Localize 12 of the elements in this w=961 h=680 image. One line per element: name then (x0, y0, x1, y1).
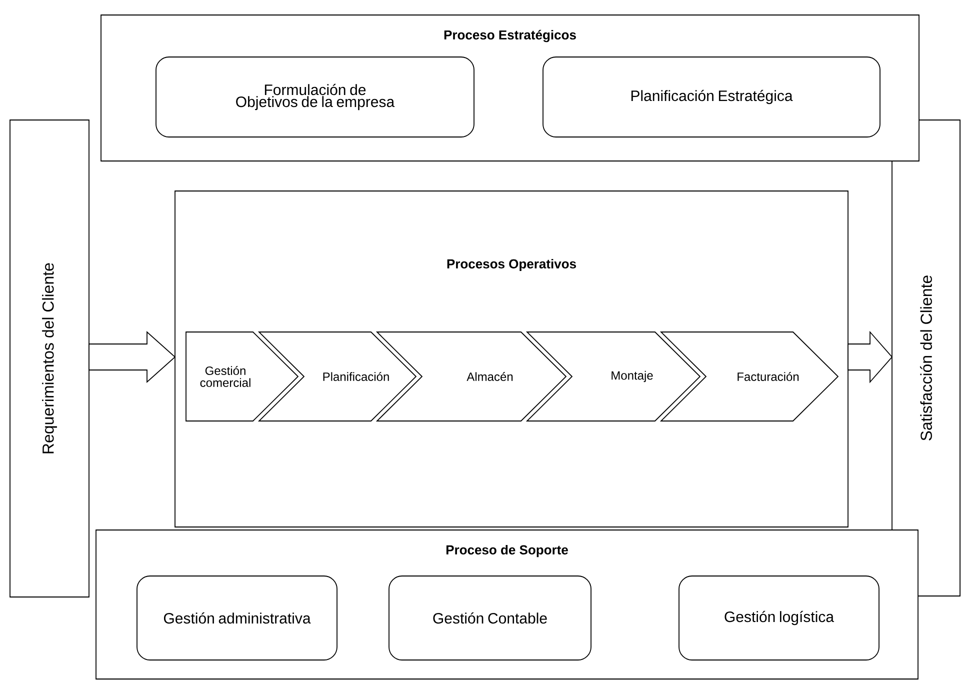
process-step: Facturación (660, 332, 839, 422)
process-step: Planificación (258, 332, 417, 422)
process-step: Gestión comercial (186, 332, 299, 422)
side-band: Requerimientos del Cliente (10, 120, 90, 598)
process-step: Montaje (526, 332, 701, 422)
block-arrow (848, 330, 893, 384)
block-arrow (88, 331, 176, 384)
process-box: Gestión Contable (388, 576, 592, 660)
process-box: Gestión logística (678, 576, 880, 660)
process-box: Formulación de Objetivos de la empresa (156, 56, 474, 138)
process-box: Planificación Estratégica (542, 56, 880, 138)
process-box: Gestión administrativa (136, 576, 338, 660)
